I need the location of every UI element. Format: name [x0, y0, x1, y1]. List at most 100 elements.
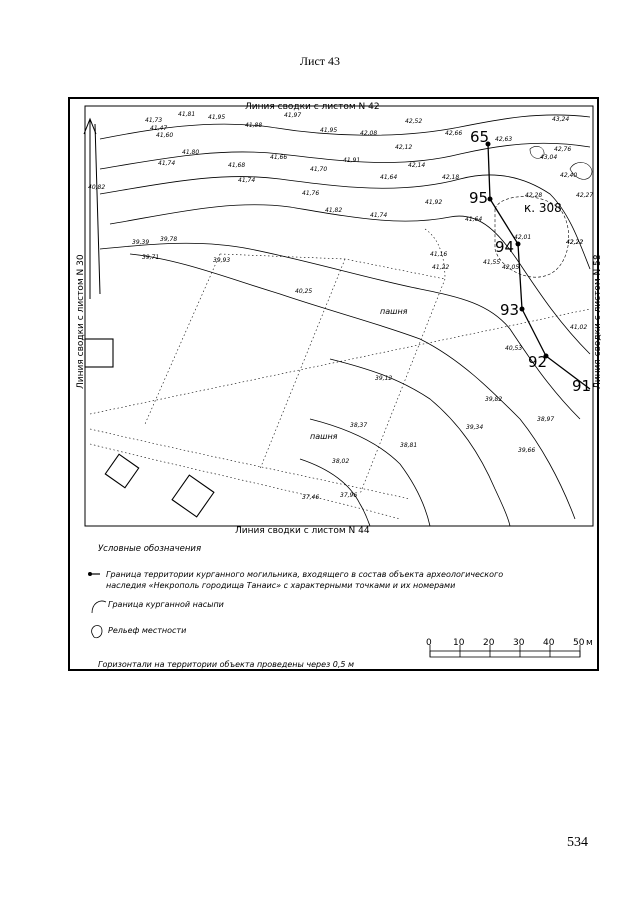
elevation: 41,16	[430, 251, 447, 258]
elevation: 41,76	[302, 190, 319, 197]
sheet-link-top: Линия сводки с листом N 42	[245, 102, 380, 112]
legend-boundary-text-2: наследия «Некрополь городища Танаис» с х…	[106, 581, 455, 590]
elevation: 38,97	[537, 416, 554, 423]
elevation: 41,68	[228, 162, 245, 169]
elevation: 42,12	[395, 144, 412, 151]
scale-tick-label: 10	[453, 638, 465, 648]
boundary-point-65: 65	[470, 128, 489, 146]
sheet-link-left: Линия сводки с листом N 30	[76, 254, 86, 389]
elevation: 41,97	[284, 112, 301, 119]
elevation: 41,74	[158, 160, 175, 167]
scale-tick-label: 40	[543, 638, 555, 648]
elevation: 41,92	[425, 199, 442, 206]
field-label-1: пашня	[380, 307, 408, 316]
elevation: 37,46	[302, 494, 319, 501]
legend-note: Горизонтали на территории объекта провед…	[98, 660, 354, 669]
elevation: 43,04	[540, 154, 557, 161]
elevation: 41,81	[178, 111, 195, 118]
boundary-point-93: 93	[500, 301, 519, 319]
elevation: 41,91	[343, 157, 360, 164]
mound-relief-2	[529, 146, 545, 159]
elevation: 42,14	[408, 162, 425, 169]
elevation: 41,73	[145, 117, 162, 124]
relief-icon	[91, 625, 103, 639]
map-area-border	[84, 105, 594, 527]
contour-lines	[99, 114, 591, 527]
elevation: 41,95	[208, 114, 225, 121]
elevation: 42,28	[525, 192, 542, 199]
elevation: 42,66	[445, 130, 462, 137]
elevation: 41,82	[325, 207, 342, 214]
elevation: 42,40	[560, 172, 577, 179]
sheet-link-bottom: Линия сводки с листом N 44	[235, 526, 370, 536]
elevation: 39,78	[160, 236, 177, 243]
elevation: 41,70	[310, 166, 327, 173]
north-arrow	[83, 117, 101, 299]
elevation: 42,18	[442, 174, 459, 181]
elevation: 42,05	[502, 264, 519, 271]
elevation: 39,71	[142, 254, 159, 261]
elevation: 41,80	[182, 149, 199, 156]
buildings	[84, 338, 215, 518]
scale-tick-label: 50	[573, 638, 585, 648]
map-frame: Линия сводки с листом N 42 Линия сводки …	[68, 97, 601, 671]
mound-outline	[494, 196, 570, 278]
elevation: 39,39	[132, 239, 149, 246]
sheet-link-right: Линия сводки с листом N 58	[593, 254, 601, 389]
legend-mound-text: Граница курганной насыпи	[108, 600, 224, 609]
field-label-2: пашня	[310, 432, 338, 441]
mound-label: к. 308	[524, 201, 562, 215]
elevation: 41,88	[245, 122, 262, 129]
elevation: 38,81	[400, 442, 417, 449]
elevation: 41,66	[270, 154, 287, 161]
map-canvas: Линия сводки с листом N 42 Линия сводки …	[76, 102, 601, 669]
elevation-marks: 41,73 41,47 41,60 41,81 41,95 41,97 41,8…	[88, 111, 593, 501]
elevation: 39,82	[485, 396, 502, 403]
scale-tick-label: 30	[513, 638, 525, 648]
boundary-point-92: 92	[528, 353, 547, 371]
elevation: 42,27	[576, 192, 593, 199]
elevation: 41,74	[238, 177, 255, 184]
scale-tick-label: 20	[483, 638, 495, 648]
boundary-point-icon	[88, 572, 100, 576]
scale-bar: 0 10 20 30 40 50 м	[426, 638, 593, 658]
elevation: 42,08	[360, 130, 377, 137]
page-number: 534	[567, 835, 588, 850]
boundary-point-91: 91	[572, 377, 591, 395]
elevation: 38,37	[350, 422, 367, 429]
elevation: 43,24	[552, 116, 569, 123]
boundary-point-markers	[485, 141, 549, 359]
elevation: 41,22	[432, 264, 449, 271]
scale-tick-label: 0	[426, 638, 432, 648]
elevation: 41,02	[570, 324, 587, 331]
boundary-point-95: 95	[469, 189, 488, 207]
elevation: 37,96	[340, 492, 357, 499]
elevation: 39,12	[375, 375, 392, 382]
elevation: 41,74	[370, 212, 387, 219]
legend-relief-text: Рельеф местности	[108, 626, 186, 635]
elevation: 42,63	[495, 136, 512, 143]
elevation: 41,64	[465, 216, 482, 223]
object-boundary-line	[487, 143, 591, 390]
elevation: 38,02	[332, 458, 349, 465]
elevation: 40,82	[88, 184, 105, 191]
legend-item-mound: Граница курганной насыпи	[91, 600, 224, 614]
elevation: 42,76	[554, 146, 571, 153]
elevation: 41,47	[150, 125, 167, 132]
parcel-boundaries	[89, 228, 591, 520]
legend-boundary-text-1: Граница территории курганного могильника…	[106, 570, 503, 579]
elevation: 42,22	[566, 239, 583, 246]
legend-item-boundary: Граница территории курганного могильника…	[88, 570, 503, 590]
boundary-point-94: 94	[495, 238, 514, 256]
elevation: 40,25	[295, 288, 312, 295]
elevation: 41,55	[483, 259, 500, 266]
scale-unit: м	[586, 638, 593, 648]
elevation: 41,95	[320, 127, 337, 134]
elevation: 42,22	[566, 239, 583, 246]
elevation: 41,60	[156, 132, 173, 139]
elevation: 39,66	[518, 447, 535, 454]
elevation: 39,93	[213, 257, 230, 264]
legend-title: Условные обозначения	[98, 544, 201, 554]
elevation: 41,64	[380, 174, 397, 181]
elevation: 42,01	[514, 234, 531, 241]
